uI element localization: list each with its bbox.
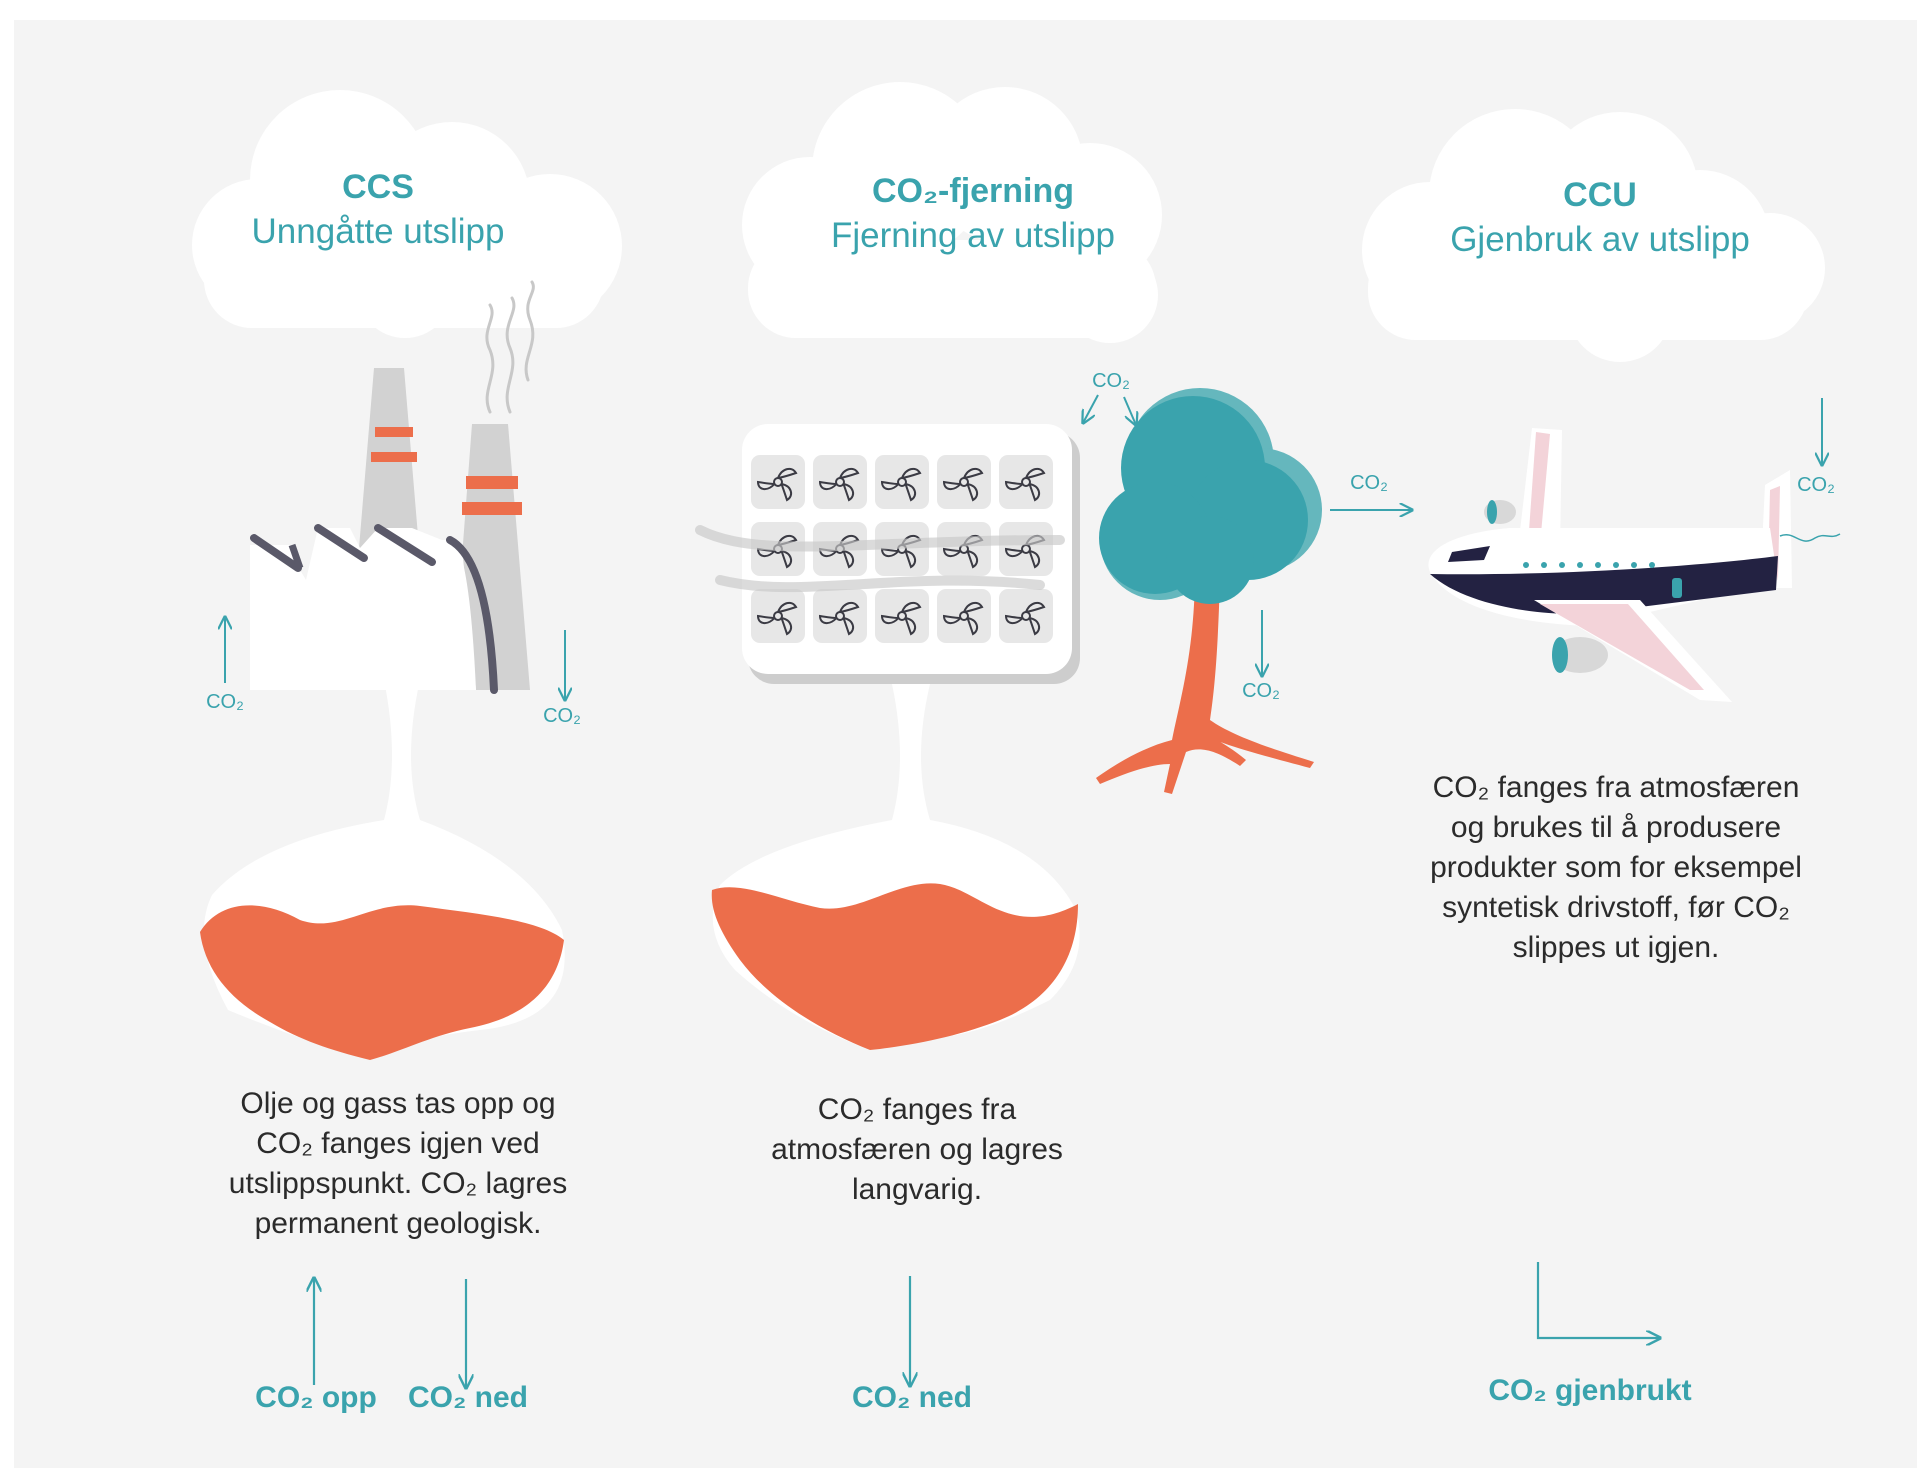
ccs-title: CCS [342, 168, 414, 206]
ccs-description-line: Olje og gass tas opp og [240, 1087, 556, 1120]
ccu-description-line: produkter som for eksempel [1430, 851, 1802, 884]
reservoir-removal [711, 684, 1080, 1050]
co2-up-label: CO₂ opp [255, 1381, 377, 1414]
ccs-description-line: utslippspunkt. CO₂ lagres [228, 1167, 568, 1200]
cloud-ccs [192, 90, 622, 338]
co2-down-label-ccs: CO₂ ned [408, 1381, 528, 1414]
ccu-description-line: og brukes til å produsere [1450, 811, 1782, 844]
removal-description-line: CO₂ fanges fra [817, 1093, 1017, 1126]
co2-label-plane-down: CO₂ [1797, 474, 1835, 496]
wind-swoosh [695, 525, 1065, 593]
ccu-description-line: CO₂ fanges fra atmosfæren [1432, 771, 1800, 804]
co2-down-label-removal: CO₂ ned [852, 1381, 972, 1414]
co2-label-factory-down: CO₂ [543, 705, 581, 727]
ccs-description-line: CO₂ fanges igjen ved [256, 1127, 540, 1160]
ccu-description: CO₂ fanges fra atmosfæren og brukes til … [1396, 768, 1836, 968]
bottom-arrows [314, 1262, 1660, 1388]
co2-label-tree-down: CO₂ [1242, 680, 1280, 702]
tree-illustration [1096, 388, 1322, 794]
ccu-description-line: slippes ut igjen. [1512, 931, 1720, 964]
ccu-description-line: syntetisk drivstoff, før CO₂ [1442, 891, 1790, 924]
removal-description-line: atmosfæren og lagres [771, 1133, 1063, 1166]
ccu-subtitle: Gjenbruk av utslipp [1450, 220, 1750, 259]
ccs-subtitle: Unngåtte utslipp [251, 212, 505, 251]
airplane-illustration [1428, 428, 1841, 702]
cloud-ccu [1362, 109, 1825, 362]
ccs-description: Olje og gass tas opp og CO₂ fanges igjen… [178, 1084, 618, 1244]
removal-title: CO₂-fjerning [871, 172, 1075, 210]
co2-label-plane-in: CO₂ [1350, 472, 1388, 494]
co2-label-tree-top: CO₂ [1092, 370, 1130, 392]
co2-flow-arrows [225, 394, 1822, 700]
co2-reused-label: CO₂ gjenbrukt [1488, 1374, 1692, 1407]
removal-description-line: langvarig. [851, 1173, 983, 1206]
ccs-description-line: permanent geologisk. [254, 1207, 542, 1240]
co2-label-factory-up: CO₂ [206, 691, 244, 713]
ccu-title: CCU [1563, 176, 1637, 214]
removal-subtitle: Fjerning av utslipp [830, 216, 1116, 255]
direct-air-capture-illustration [695, 424, 1080, 684]
factory-illustration [250, 280, 535, 694]
removal-description: CO₂ fanges fra atmosfæren og lagres lang… [737, 1090, 1097, 1210]
reservoir-ccs [200, 680, 565, 1060]
cloud-removal [742, 82, 1162, 343]
smoke [485, 280, 535, 414]
